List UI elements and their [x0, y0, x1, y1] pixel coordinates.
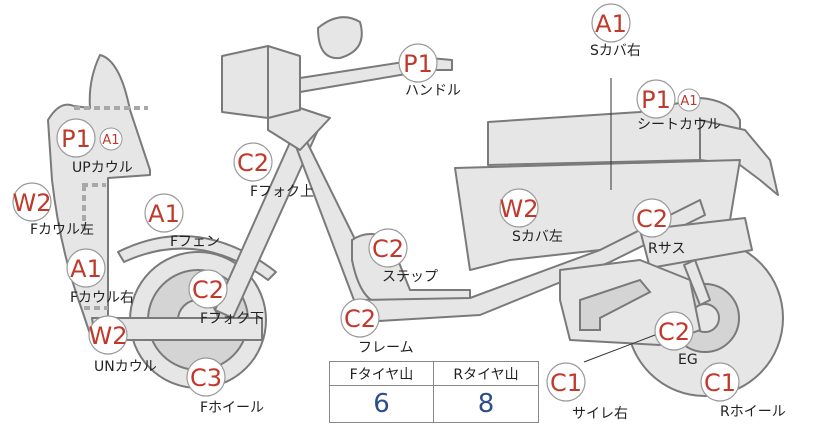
frame-badge — [340, 298, 380, 338]
f-fork-lower-label: Fフォク下 — [200, 311, 264, 327]
un-cowl-code: W2 — [89, 322, 128, 350]
seat-cowl-label: シートカウル — [637, 117, 721, 133]
handle-badge — [398, 43, 438, 83]
f-fork-upper-code: C2 — [237, 149, 269, 177]
f-fender-label: Fフェン — [170, 234, 220, 250]
f-fork-upper-label: Fフォク上 — [250, 184, 314, 200]
handle-code: P1 — [403, 50, 433, 78]
f-cowl-left-code: W2 — [13, 189, 52, 217]
r-suspension-code: C2 — [636, 205, 668, 233]
f-wheel-badge — [186, 357, 226, 397]
f-fork-upper-badge — [233, 142, 273, 182]
un-cowl-label: UNカウル — [94, 359, 157, 375]
frame-callout: C2 フレーム — [340, 298, 414, 356]
s-cover-right-badge — [591, 3, 631, 43]
handle-callout: P1 ハンドル — [398, 43, 461, 99]
tire-tread-table: Fタイヤ山 Rタイヤ山 6 8 — [329, 361, 539, 423]
frame-label: フレーム — [358, 340, 414, 356]
muffler-right-leader — [583, 334, 656, 363]
seat-cowl-code: P1 — [641, 86, 671, 114]
engine-code: C2 — [658, 318, 690, 346]
s-cover-left-code: W2 — [500, 195, 539, 223]
step-callout: C2 ステップ — [368, 228, 438, 285]
seat-cowl-badge — [636, 79, 676, 119]
up-cowl-code: P1 — [61, 125, 91, 153]
r-suspension-label: Rサス — [648, 241, 685, 257]
f-wheel-code: C3 — [190, 364, 222, 392]
f-fork-lower-code: C2 — [192, 276, 224, 304]
f-cowl-left-label: Fカウル左 — [30, 222, 94, 238]
engine-label: EG — [678, 352, 698, 368]
r-wheel-label: Rホイール — [720, 404, 786, 420]
step-badge — [368, 228, 408, 268]
r-wheel-code: C1 — [704, 369, 736, 397]
f-cowl-right-badge — [66, 248, 106, 288]
seat-cowl-callout: P1 A1 シートカウル — [636, 79, 721, 133]
muffler-right-badge — [546, 362, 586, 402]
step-label: ステップ — [382, 269, 438, 285]
front-tire-value: 6 — [330, 386, 434, 422]
muffler-right-callout: C1 サイレ右 — [546, 362, 628, 422]
f-fender-badge — [144, 193, 184, 233]
seat-cowl-sub-code: A1 — [680, 94, 697, 109]
f-cowl-right-code: A1 — [70, 255, 102, 283]
un-cowl-badge — [88, 315, 128, 355]
up-cowl-badge — [56, 118, 96, 158]
f-cowl-left-badge — [12, 182, 52, 222]
muffler-right-label: サイレ右 — [572, 406, 628, 422]
up-cowl-sub-code: A1 — [102, 133, 119, 148]
seat-cowl-sub-badge — [677, 88, 701, 112]
up-cowl-label: UPカウル — [72, 160, 133, 176]
rear-tire-header: Rタイヤ山 — [434, 362, 538, 386]
f-fork-lower-badge — [188, 269, 228, 309]
r-wheel-badge — [700, 362, 740, 402]
step-code: C2 — [372, 235, 404, 263]
r-suspension-badge — [632, 198, 672, 238]
engine-badge — [654, 311, 694, 351]
f-fender-code: A1 — [148, 200, 180, 228]
up-cowl-sub-badge — [99, 127, 123, 151]
rear-tire-value: 8 — [477, 389, 495, 419]
f-cowl-right-label: Fカウル右 — [70, 290, 134, 306]
frame-code: C2 — [344, 305, 376, 333]
front-tire-header: Fタイヤ山 — [330, 362, 434, 386]
s-cover-right-label: Sカバ右 — [590, 43, 641, 59]
handle-label: ハンドル — [405, 83, 461, 99]
f-wheel-label: Fホイール — [200, 400, 264, 416]
s-cover-right-code: A1 — [595, 10, 627, 38]
muffler-right-code: C1 — [550, 369, 582, 397]
s-cover-left-label: Sカバ左 — [512, 229, 563, 245]
s-cover-left-badge — [499, 188, 539, 228]
